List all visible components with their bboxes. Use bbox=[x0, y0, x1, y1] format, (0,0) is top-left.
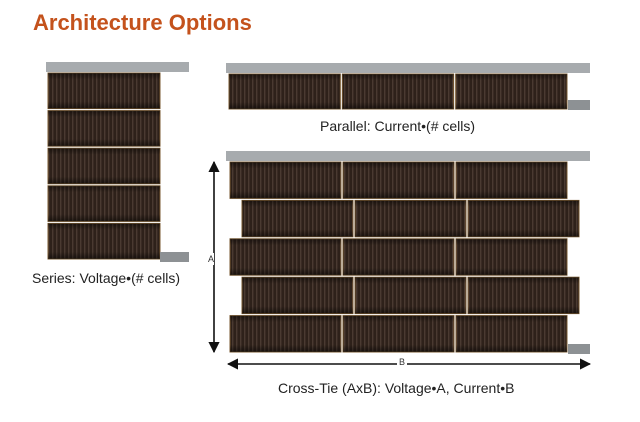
series-top-bus-bar bbox=[46, 62, 189, 72]
parallel-cell-row bbox=[228, 73, 568, 110]
dimension-b-label: B bbox=[397, 357, 408, 367]
crosstie-cell bbox=[455, 315, 568, 353]
crosstie-cell bbox=[241, 276, 354, 315]
crosstie-bottom-tab bbox=[568, 344, 590, 354]
series-group bbox=[46, 62, 189, 262]
crosstie-cell bbox=[354, 199, 467, 238]
parallel-bottom-tab bbox=[568, 100, 590, 110]
crosstie-caption: Cross-Tie (AxB): Voltage•A, Current•B bbox=[278, 380, 515, 396]
crosstie-cell bbox=[229, 238, 342, 276]
parallel-top-bus-bar bbox=[226, 63, 590, 73]
parallel-cell bbox=[228, 73, 341, 110]
series-cell-stack bbox=[47, 72, 161, 260]
crosstie-cell bbox=[455, 161, 568, 199]
crosstie-cell bbox=[354, 276, 467, 315]
crosstie-top-bus-bar bbox=[226, 151, 590, 161]
crosstie-cell bbox=[467, 199, 580, 238]
parallel-caption: Parallel: Current•(# cells) bbox=[320, 118, 476, 134]
page-title: Architecture Options bbox=[33, 10, 252, 35]
parallel-cell bbox=[455, 73, 568, 110]
parallel-cell bbox=[341, 73, 455, 110]
crosstie-cell bbox=[241, 199, 354, 238]
crosstie-cell bbox=[229, 315, 342, 353]
parallel-group bbox=[226, 63, 590, 110]
dimension-a-label: A bbox=[208, 253, 215, 265]
series-cell bbox=[47, 185, 161, 222]
series-caption: Series: Voltage•(# cells) bbox=[32, 270, 181, 286]
crosstie-group bbox=[208, 151, 592, 370]
series-cell bbox=[47, 72, 161, 110]
crosstie-cell bbox=[229, 161, 342, 199]
series-cell bbox=[47, 222, 161, 260]
series-cell bbox=[47, 110, 161, 147]
series-cell bbox=[47, 147, 161, 185]
crosstie-cell bbox=[342, 161, 455, 199]
crosstie-cell bbox=[342, 315, 455, 353]
crosstie-cell-grid bbox=[229, 161, 580, 353]
series-bottom-tab bbox=[160, 252, 189, 262]
crosstie-cell bbox=[467, 276, 580, 315]
crosstie-cell bbox=[342, 238, 455, 276]
crosstie-cell bbox=[455, 238, 568, 276]
